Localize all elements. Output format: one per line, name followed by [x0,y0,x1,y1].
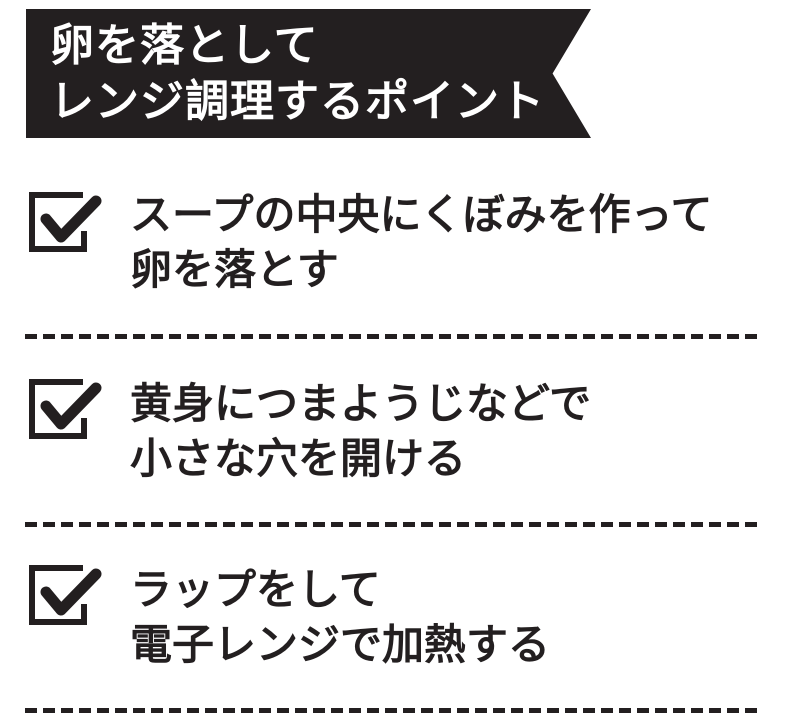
checklist-item-text: ラップをして 電子レンジで加熱する [130,565,551,669]
checkbox-checked-icon [29,565,102,625]
title-line-2: レンジ調理するポイント [50,76,545,127]
checkbox-checked-icon [29,379,102,439]
checklist-item-text: スープの中央にくぼみを作って 卵を落とす [130,190,713,294]
title-banner [26,9,591,138]
checkbox-checked-icon [29,192,102,252]
dashed-divider [25,334,762,339]
page-title: 卵を落として レンジ調理するポイント [50,18,545,130]
checklist-item-text: 黄身につまようじなどで 小さな穴を開ける [130,379,592,483]
dashed-divider [25,708,762,713]
title-line-1: 卵を落として [50,20,319,71]
dashed-divider [25,522,762,527]
